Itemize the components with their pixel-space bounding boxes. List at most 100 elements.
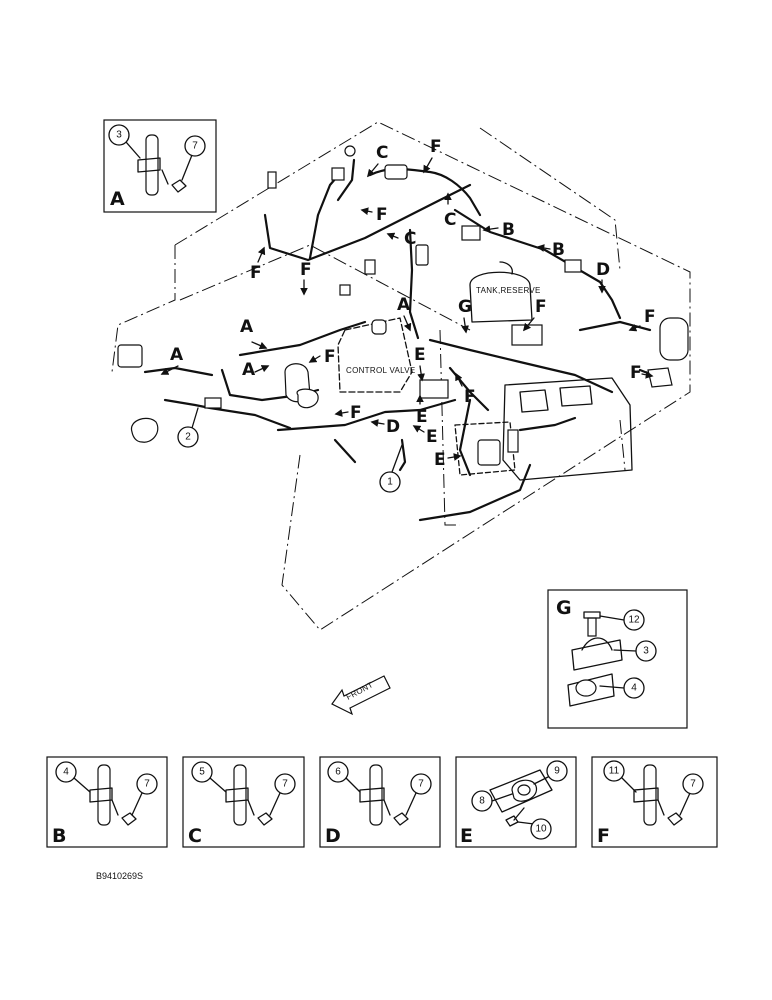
svg-text:B: B <box>502 220 515 240</box>
machine-phantom-outline <box>111 121 691 631</box>
svg-text:F: F <box>430 137 442 157</box>
svg-text:F: F <box>464 387 476 407</box>
flag-a-upper: A <box>240 317 268 350</box>
svg-text:6: 6 <box>335 767 341 778</box>
svg-text:F: F <box>630 363 642 383</box>
detail-panel-a: A 3 7 <box>103 119 217 213</box>
flag-a-lower: A <box>242 360 270 380</box>
svg-text:E: E <box>426 427 438 447</box>
callout-5-panel-c: 5 <box>191 761 227 793</box>
figure-code: B9410269S <box>96 871 143 881</box>
control-valve-outline <box>337 317 413 393</box>
flag-d-center: D <box>370 417 400 437</box>
svg-text:3: 3 <box>643 646 649 657</box>
callout-7-panel-a: 7 <box>181 135 206 181</box>
callout-7-panel-d: 7 <box>405 773 432 816</box>
svg-text:3: 3 <box>116 130 122 141</box>
svg-text:E: E <box>414 345 426 365</box>
reserve-bracket <box>511 324 543 346</box>
sensor-plug <box>331 167 345 181</box>
flag-e-bottom: E <box>434 450 462 470</box>
svg-text:11: 11 <box>609 766 620 777</box>
svg-text:4: 4 <box>63 767 69 778</box>
flag-b-right: B <box>536 240 565 260</box>
callout-6-panel-d: 6 <box>327 761 361 793</box>
callout-2: 2 <box>177 407 199 448</box>
callout-3-panel-g: 3 <box>613 640 657 662</box>
callout-1: 1 <box>379 444 403 493</box>
flag-f-center: F <box>455 372 476 407</box>
flag-d-right: D <box>596 260 610 294</box>
svg-text:D: D <box>386 417 400 437</box>
connector-bracket <box>461 225 481 241</box>
solenoid-base <box>647 367 673 388</box>
callout-7-panel-f: 7 <box>679 773 704 816</box>
wiring-harness <box>143 158 662 522</box>
callout-4-panel-g: 4 <box>599 677 645 699</box>
flag-g: G <box>458 297 472 334</box>
flag-markers: A A A A B B C <box>160 137 656 470</box>
terminal-nut <box>339 284 351 296</box>
svg-text:9: 9 <box>554 766 560 777</box>
svg-text:E: E <box>434 450 446 470</box>
switch-component <box>477 439 501 466</box>
control-valve-label: CONTROL VALVE <box>346 366 416 375</box>
svg-text:4: 4 <box>631 683 637 694</box>
callout-7-panel-c: 7 <box>269 773 296 816</box>
svg-text:E: E <box>460 825 473 847</box>
sensor-cap <box>344 145 356 157</box>
flag-e-upper: E <box>414 345 426 382</box>
detail-panel-g: G 12 3 4 <box>547 589 688 729</box>
svg-text:1: 1 <box>387 477 393 488</box>
components <box>117 145 689 466</box>
svg-text:F: F <box>376 205 388 225</box>
flag-c-center: C <box>386 229 416 249</box>
horn-component <box>117 344 143 368</box>
detail-panel-b: B 4 7 <box>46 756 168 848</box>
callout-9-panel-e: 9 <box>533 760 568 785</box>
flag-a-center: A <box>397 295 412 332</box>
flag-f-solenoid-bottom: F <box>630 363 654 383</box>
connector-clip <box>564 259 582 273</box>
svg-text:C: C <box>376 143 388 163</box>
svg-text:7: 7 <box>418 779 424 790</box>
flag-f-mid: F <box>360 205 388 225</box>
flag-a-left: A <box>160 345 184 375</box>
svg-text:7: 7 <box>144 779 150 790</box>
flag-c-mid: C <box>444 192 456 230</box>
battery-box-outline <box>454 377 633 481</box>
connector-block <box>384 164 408 180</box>
svg-text:7: 7 <box>690 779 696 790</box>
svg-text:5: 5 <box>199 767 205 778</box>
detail-panel-c: C 5 7 <box>182 756 305 848</box>
svg-text:E: E <box>416 407 428 427</box>
flag-f-left: F <box>250 246 266 283</box>
svg-text:A: A <box>240 317 254 337</box>
svg-text:F: F <box>535 297 547 317</box>
callout-7-panel-b: 7 <box>131 773 158 816</box>
svg-text:A: A <box>242 360 256 380</box>
svg-text:C: C <box>444 210 456 230</box>
light-component <box>130 417 159 443</box>
reserve-tank-outline <box>469 261 533 323</box>
flag-f-top: F <box>423 137 442 174</box>
relay-bracket <box>296 388 319 409</box>
svg-text:F: F <box>324 347 336 367</box>
svg-text:C: C <box>404 229 416 249</box>
valve-sensor <box>371 319 387 335</box>
callout-8-panel-e: 8 <box>471 790 513 812</box>
flag-f-lower: F <box>334 403 362 423</box>
svg-text:B: B <box>52 825 66 847</box>
svg-text:F: F <box>644 307 656 327</box>
svg-text:12: 12 <box>628 615 640 626</box>
svg-text:B: B <box>552 240 565 260</box>
flag-f-solenoid-top: F <box>628 307 656 332</box>
svg-text:7: 7 <box>192 141 198 152</box>
callout-12-panel-g: 12 <box>599 609 645 631</box>
flag-e-mid: E <box>416 394 428 427</box>
detail-panel-e: E 9 8 10 <box>455 756 577 848</box>
tank-reserve-label: TANK,RESERVE <box>476 286 541 295</box>
svg-text:A: A <box>397 295 411 315</box>
svg-text:8: 8 <box>479 796 485 807</box>
svg-text:7: 7 <box>282 779 288 790</box>
